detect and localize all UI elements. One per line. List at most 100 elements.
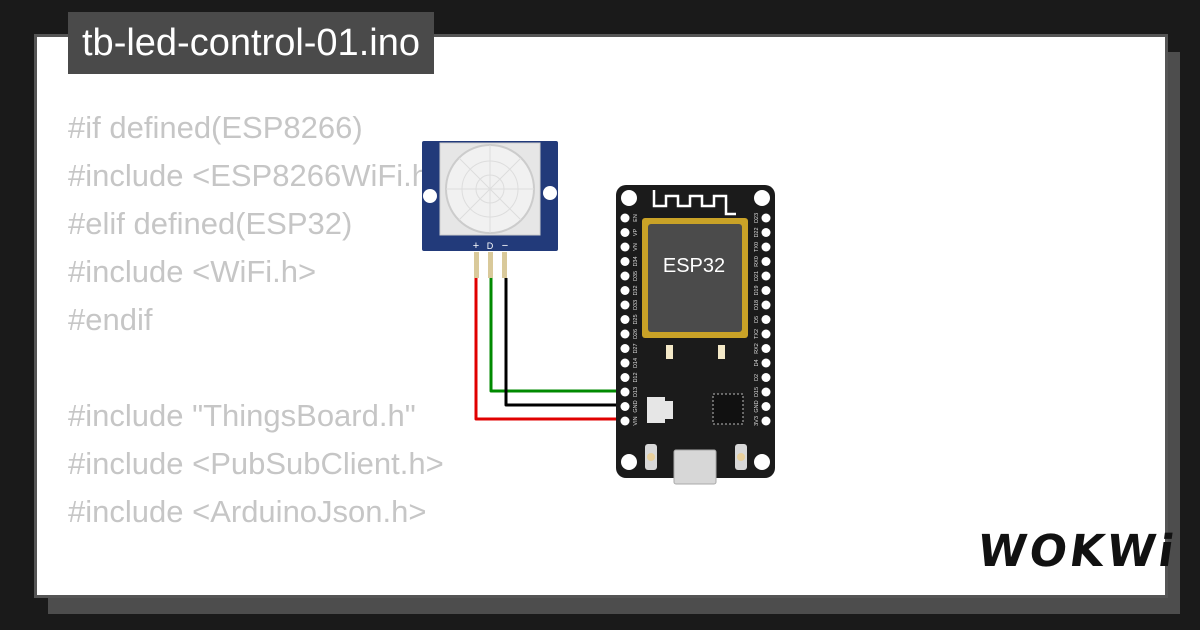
pir-pin-d: D bbox=[487, 241, 494, 251]
esp32-pin-label: GND bbox=[754, 400, 760, 412]
code-line: #include <WiFi.h> bbox=[68, 254, 317, 289]
esp32-mount-hole-bl bbox=[621, 454, 637, 470]
esp32-pin-label: D34 bbox=[633, 256, 639, 266]
esp32-pin-label: D22 bbox=[754, 227, 760, 237]
esp32-pin-3v3[interactable] bbox=[761, 416, 771, 426]
pir-header-pin-1 bbox=[474, 252, 479, 278]
code-line: #include "ThingsBoard.h" bbox=[68, 398, 416, 433]
code-line: #include <ArduinoJson.h> bbox=[68, 494, 427, 529]
esp32-pin-label: D35 bbox=[633, 271, 639, 281]
esp32-pin-label: D14 bbox=[633, 358, 639, 368]
esp32-mount-hole-br bbox=[754, 454, 770, 470]
esp32-pin-d33[interactable] bbox=[620, 300, 630, 310]
code-line: #include <PubSubClient.h> bbox=[68, 446, 444, 481]
code-line: #include <ESP8266WiFi.h> bbox=[68, 158, 448, 193]
esp32-pin-rx0[interactable] bbox=[761, 257, 771, 266]
esp32-pin-label: VN bbox=[633, 243, 639, 251]
esp32-chip-label: ESP32 bbox=[663, 255, 725, 277]
esp32-pin-label: D19 bbox=[754, 285, 760, 295]
esp32-pin-label: 3V3 bbox=[754, 416, 760, 426]
esp32-pin-d25[interactable] bbox=[620, 315, 630, 324]
esp32-regulator bbox=[647, 397, 665, 423]
sketch-filename-title: tb-led-control-01.ino bbox=[68, 12, 434, 74]
esp32-pin-label: VIN bbox=[633, 416, 639, 425]
pir-pin-plus: + bbox=[473, 240, 479, 252]
esp32-smd-2 bbox=[718, 345, 725, 359]
pir-mount-hole-left bbox=[423, 189, 437, 203]
code-line: #elif defined(ESP32) bbox=[68, 206, 353, 241]
esp32-pin-label: D5 bbox=[754, 316, 760, 323]
esp32-pin-label: D18 bbox=[754, 300, 760, 310]
esp32-pin-d12[interactable] bbox=[620, 373, 630, 382]
esp32-pin-label: D25 bbox=[633, 314, 639, 324]
esp32-pin-vp[interactable] bbox=[620, 228, 630, 237]
esp32-pin-label: D23 bbox=[754, 213, 760, 223]
esp32-pin-d18[interactable] bbox=[761, 300, 771, 310]
esp32-pin-d13[interactable] bbox=[620, 387, 630, 397]
esp32-pin-en[interactable] bbox=[620, 213, 630, 223]
esp32-pin-label: D33 bbox=[633, 300, 639, 310]
micro-usb-port bbox=[673, 449, 717, 485]
wokwi-logo: WOKWi bbox=[974, 526, 1181, 577]
wire-gnd bbox=[504, 278, 624, 407]
wires[interactable] bbox=[474, 278, 624, 421]
esp32-pin-d5[interactable] bbox=[761, 315, 771, 324]
esp32-pin-label: D12 bbox=[633, 372, 639, 382]
esp32-pin-d34[interactable] bbox=[620, 257, 630, 266]
esp32-pin-rx2[interactable] bbox=[761, 344, 771, 353]
preview-card bbox=[34, 34, 1168, 598]
esp32-pin-label: D4 bbox=[754, 359, 760, 366]
pir-dome-pattern bbox=[446, 145, 534, 233]
esp32-pin-d32[interactable] bbox=[620, 286, 630, 295]
esp32-pin-label: VP bbox=[633, 229, 639, 237]
esp32-antenna bbox=[652, 190, 736, 216]
esp32-left-pins: ENVPVND34D35D32D33D25D26D27D14D12D13GNDV… bbox=[620, 213, 639, 426]
esp32-pin-label: TX2 bbox=[754, 329, 760, 339]
esp32-pin-label: TX0 bbox=[754, 242, 760, 252]
esp32-pin-d23[interactable] bbox=[761, 213, 771, 223]
esp32-mount-hole-tl bbox=[621, 190, 637, 206]
pir-header-pin-3 bbox=[502, 252, 507, 278]
wire-d13 bbox=[489, 278, 624, 393]
esp32-right-pins: D23D22TX0RX0D21D19D18D5TX2RX2D4D2D15GND3… bbox=[754, 213, 771, 426]
esp32-pin-d4[interactable] bbox=[761, 358, 771, 368]
esp32-pin-d21[interactable] bbox=[761, 271, 771, 281]
esp32-pin-gnd[interactable] bbox=[620, 402, 630, 411]
esp32-regulator-tab bbox=[665, 401, 673, 419]
esp32-pin-label: D2 bbox=[754, 374, 760, 381]
esp32-pin-vin[interactable] bbox=[620, 416, 630, 426]
esp32-pin-d15[interactable] bbox=[761, 387, 771, 397]
esp32-pin-d26[interactable] bbox=[620, 329, 630, 339]
esp32-board[interactable]: ESP32 ENVPVND34D35D32D33D25D26D27D14D12D… bbox=[616, 185, 775, 485]
pir-sensor[interactable]: + D − bbox=[422, 141, 558, 278]
esp32-pin-label: RX2 bbox=[754, 343, 760, 354]
esp32-usb-uart-chip bbox=[712, 393, 744, 425]
wire-vin bbox=[474, 278, 624, 421]
esp32-pin-d35[interactable] bbox=[620, 271, 630, 281]
esp32-pin-label: D15 bbox=[754, 387, 760, 397]
esp32-pin-d2[interactable] bbox=[761, 373, 771, 382]
code-line: #if defined(ESP8266) bbox=[68, 110, 363, 145]
code-line: #endif bbox=[68, 302, 153, 337]
esp32-pin-tx0[interactable] bbox=[761, 242, 771, 252]
esp32-pin-d27[interactable] bbox=[620, 344, 630, 353]
code-preview: #if defined(ESP8266) #include <ESP8266WiF… bbox=[68, 104, 447, 536]
pir-header-pin-2 bbox=[488, 252, 493, 278]
esp32-pin-label: D13 bbox=[633, 387, 639, 397]
pir-pin-minus: − bbox=[502, 240, 508, 252]
esp32-mount-hole-tr bbox=[754, 190, 770, 206]
esp32-pin-d14[interactable] bbox=[620, 358, 630, 368]
pir-mount-hole-right bbox=[543, 186, 557, 200]
esp32-smd-1 bbox=[666, 345, 673, 359]
esp32-pin-label: EN bbox=[633, 214, 639, 222]
esp32-pin-label: GND bbox=[633, 400, 639, 412]
esp32-pin-tx2[interactable] bbox=[761, 329, 771, 339]
esp32-pin-vn[interactable] bbox=[620, 242, 630, 252]
esp32-pin-label: D26 bbox=[633, 329, 639, 339]
esp32-pin-gnd[interactable] bbox=[761, 402, 771, 411]
esp32-pin-d19[interactable] bbox=[761, 286, 771, 295]
esp32-pin-label: D32 bbox=[633, 285, 639, 295]
esp32-pin-label: D21 bbox=[754, 271, 760, 281]
esp32-pin-d22[interactable] bbox=[761, 228, 771, 237]
